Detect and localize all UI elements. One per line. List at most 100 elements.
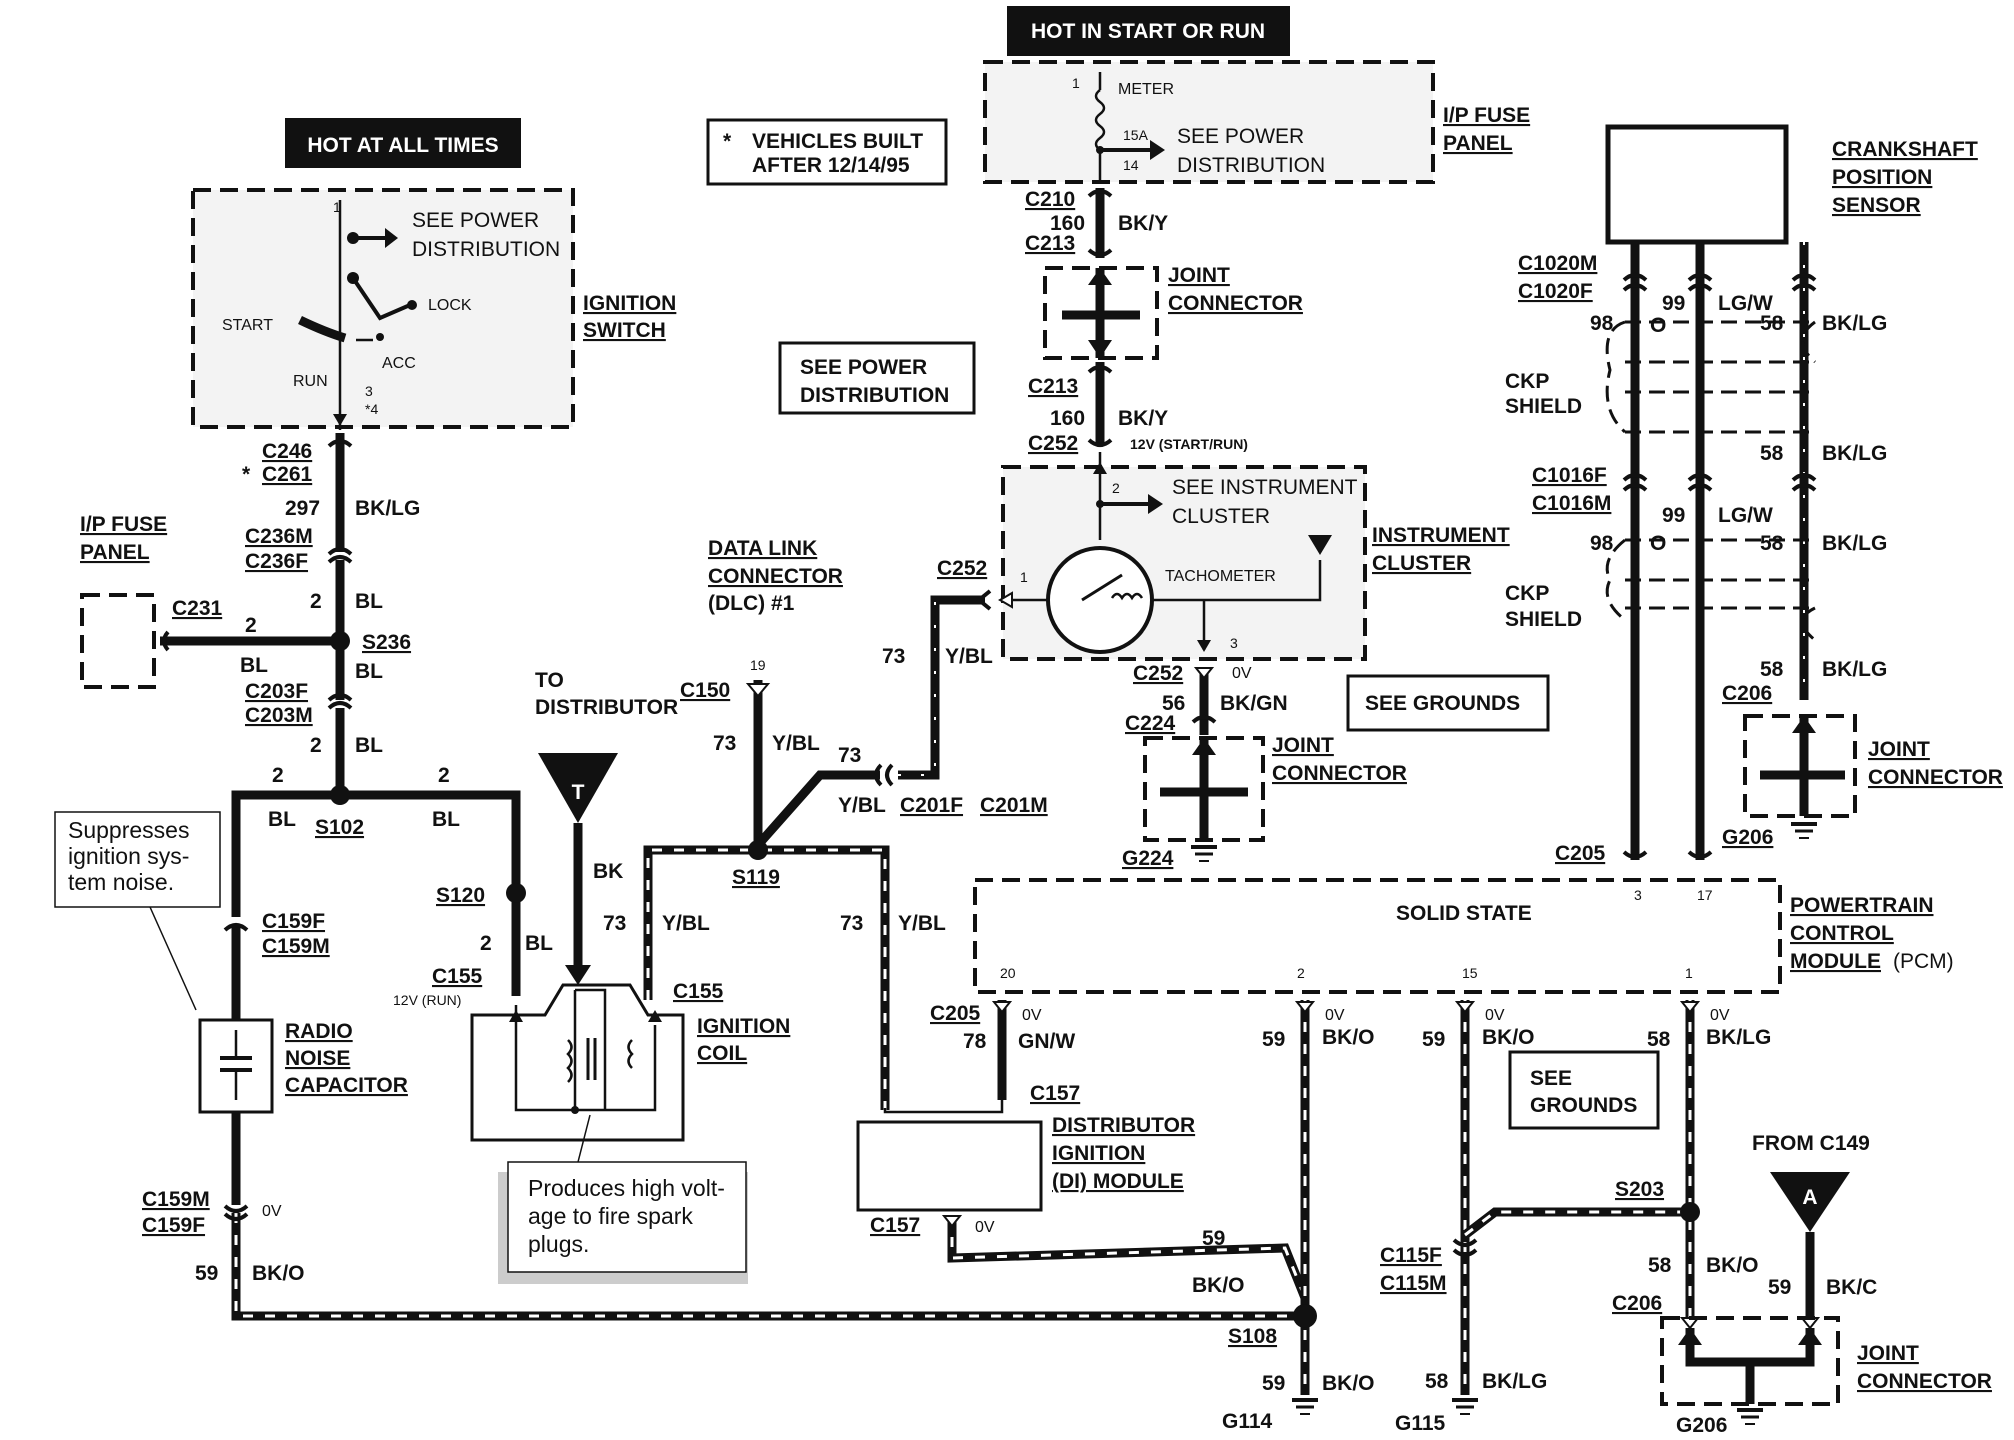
svg-text:2: 2 xyxy=(1112,480,1120,496)
svg-text:99: 99 xyxy=(1662,292,1685,315)
svg-text:C236M: C236M xyxy=(245,525,313,548)
dlc-label: DATA LINK xyxy=(708,537,817,560)
svg-text:S120: S120 xyxy=(436,884,485,907)
svg-text:0V: 0V xyxy=(975,1219,995,1236)
di-module-box xyxy=(856,1120,1043,1212)
svg-text:17: 17 xyxy=(1697,887,1713,903)
svg-text:BK/LG: BK/LG xyxy=(1822,532,1887,555)
pcm-box xyxy=(973,878,1782,994)
svg-text:*: * xyxy=(242,463,251,486)
svg-text:C210: C210 xyxy=(1025,188,1075,211)
svg-text:C155: C155 xyxy=(432,965,483,988)
ground-g206-upper-icon xyxy=(1791,822,1817,839)
svg-text:3: 3 xyxy=(365,383,373,399)
svg-text:56: 56 xyxy=(1162,692,1185,715)
instrument-cluster-label: INSTRUMENT xyxy=(1372,524,1510,547)
svg-text:BK/LG: BK/LG xyxy=(1822,312,1887,335)
svg-text:BK/O: BK/O xyxy=(1482,1026,1535,1049)
svg-text:59: 59 xyxy=(195,1262,218,1285)
svg-text:SEE GROUNDS: SEE GROUNDS xyxy=(1365,692,1520,715)
to-distributor-label: TO xyxy=(535,669,564,692)
svg-text:73: 73 xyxy=(603,912,626,935)
ip-fuse-panel-top-box xyxy=(983,60,1435,184)
svg-text:SEE POWER: SEE POWER xyxy=(1177,125,1304,148)
svg-text:C1016M: C1016M xyxy=(1532,492,1611,515)
svg-text:C1020M: C1020M xyxy=(1518,252,1597,275)
ignition-coil-label: IGNITION xyxy=(697,1015,790,1038)
svg-text:CONNECTOR: CONNECTOR xyxy=(708,565,843,588)
svg-text:12V (START/RUN): 12V (START/RUN) xyxy=(1130,436,1248,452)
svg-text:12V (RUN): 12V (RUN) xyxy=(393,992,461,1008)
connector-c236-icon xyxy=(327,547,353,556)
crankshaft-sensor-label: CRANKSHAFT xyxy=(1832,138,1978,161)
svg-text:S203: S203 xyxy=(1615,1178,1664,1201)
t-marker-icon xyxy=(538,753,618,823)
ckp-shield-1 xyxy=(1625,320,1815,434)
svg-text:C115F: C115F xyxy=(1380,1244,1442,1267)
svg-text:BL: BL xyxy=(355,590,383,613)
svg-text:73: 73 xyxy=(838,744,861,767)
see-grounds-note-1 xyxy=(1346,674,1550,732)
svg-text:C205: C205 xyxy=(1555,842,1606,865)
ground-g115-icon xyxy=(1452,1398,1478,1415)
svg-text:S236: S236 xyxy=(362,631,411,654)
svg-text:Y/BL: Y/BL xyxy=(945,645,993,668)
svg-text:C246: C246 xyxy=(262,440,312,463)
svg-text:*: * xyxy=(723,130,732,153)
svg-text:BK/Y: BK/Y xyxy=(1118,407,1168,430)
svg-text:POSITION: POSITION xyxy=(1832,166,1932,189)
svg-text:19: 19 xyxy=(750,657,766,673)
svg-text:2: 2 xyxy=(480,932,492,955)
svg-text:0V: 0V xyxy=(1022,1007,1042,1024)
svg-text:BK/C: BK/C xyxy=(1826,1276,1877,1299)
svg-text:59: 59 xyxy=(1262,1372,1285,1395)
svg-text:C157: C157 xyxy=(1030,1082,1080,1105)
svg-text:G206: G206 xyxy=(1722,826,1773,849)
svg-text:plugs.: plugs. xyxy=(528,1231,589,1257)
antenna-icon xyxy=(1308,535,1332,555)
di-module-label: DISTRIBUTOR xyxy=(1052,1114,1195,1137)
ground-g206-lower-icon xyxy=(1737,1408,1763,1425)
svg-text:CONNECTOR: CONNECTOR xyxy=(1868,766,2003,789)
svg-text:58: 58 xyxy=(1760,312,1784,335)
svg-text:58: 58 xyxy=(1648,1254,1672,1277)
svg-text:2: 2 xyxy=(310,734,322,757)
svg-text:SEE POWER: SEE POWER xyxy=(412,209,539,232)
svg-text:SEE POWER: SEE POWER xyxy=(800,356,927,379)
svg-text:98: 98 xyxy=(1590,532,1614,555)
svg-text:BK/O: BK/O xyxy=(1322,1372,1375,1395)
svg-text:0V: 0V xyxy=(1710,1007,1730,1024)
svg-text:PANEL: PANEL xyxy=(1443,132,1513,155)
svg-text:1: 1 xyxy=(333,199,341,215)
svg-text:Y/BL: Y/BL xyxy=(662,912,710,935)
suppress-callout xyxy=(54,811,221,908)
switch-arrow-icon xyxy=(385,228,398,248)
vehicles-built-line1: VEHICLES BUILT xyxy=(752,130,923,153)
svg-text:BK: BK xyxy=(593,860,623,883)
svg-text:BK/O: BK/O xyxy=(1192,1274,1245,1297)
svg-text:ignition sys-: ignition sys- xyxy=(68,843,189,869)
svg-text:0V: 0V xyxy=(1485,1007,1505,1024)
svg-text:IGNITION: IGNITION xyxy=(1052,1142,1145,1165)
svg-text:BK/GN: BK/GN xyxy=(1220,692,1288,715)
svg-text:C213: C213 xyxy=(1025,232,1075,255)
svg-text:59: 59 xyxy=(1202,1227,1225,1250)
svg-text:BL: BL xyxy=(432,808,460,831)
coil-winding-icon xyxy=(566,1039,573,1083)
ip-fuse-panel-left-box xyxy=(80,593,156,689)
connector-c246-icon xyxy=(327,439,353,448)
svg-text:G115: G115 xyxy=(1395,1412,1446,1435)
ignition-switch-label: IGNITION xyxy=(583,292,676,315)
hot-at-all-times-header xyxy=(285,118,521,168)
svg-text:age to fire spark: age to fire spark xyxy=(528,1203,693,1229)
svg-text:SHIELD: SHIELD xyxy=(1505,608,1582,631)
svg-text:2: 2 xyxy=(438,764,450,787)
crankshaft-sensor-box xyxy=(1605,124,1789,245)
switch-lock-label: LOCK xyxy=(428,297,472,314)
svg-text:JOINT: JOINT xyxy=(1868,738,1930,761)
svg-text:BK/LG: BK/LG xyxy=(1706,1026,1771,1049)
svg-text:59: 59 xyxy=(1422,1028,1445,1051)
svg-text:C203F: C203F xyxy=(245,680,308,703)
svg-text:Suppresses: Suppresses xyxy=(68,817,189,843)
